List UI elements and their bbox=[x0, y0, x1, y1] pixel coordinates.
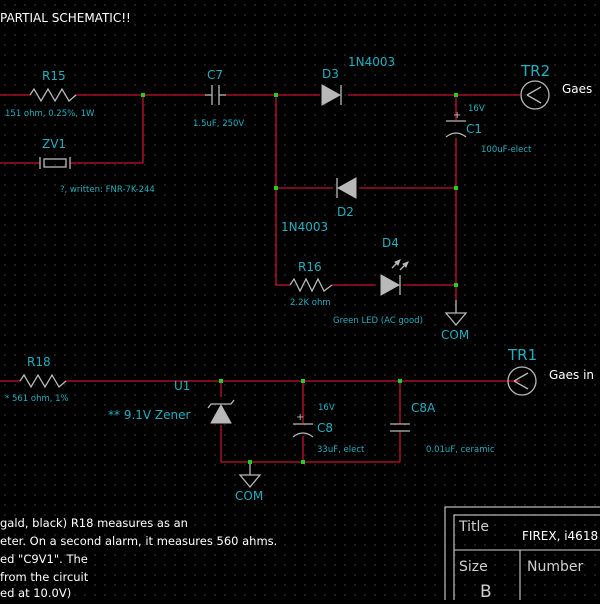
c8a-value: 0.01uF, ceramic bbox=[426, 445, 495, 455]
notes-text: gald, black) R18 measures as an eter. On… bbox=[0, 516, 277, 600]
c8-voltage: 16V bbox=[318, 403, 335, 413]
c8a-ref: C8A bbox=[411, 401, 436, 415]
ground-top: COM bbox=[441, 300, 469, 342]
c8-ref: C8 bbox=[317, 421, 333, 435]
bottom-wires bbox=[0, 380, 520, 463]
tr2-label: Gaes bbox=[562, 82, 592, 96]
size-value: B bbox=[480, 582, 492, 600]
d3-diode[interactable]: D3 1N4003 bbox=[321, 55, 395, 106]
r18-value: * 561 ohm, 1% bbox=[5, 394, 69, 404]
c1-value: 100uF-elect bbox=[481, 145, 532, 155]
tr1-port[interactable]: TR1 Gaes in bbox=[507, 346, 594, 396]
d4-ref: D4 bbox=[382, 236, 399, 250]
c8a-capacitor[interactable]: C8A 0.01uF, ceramic bbox=[390, 401, 495, 455]
note-line-2: eter. On a second alarm, it measures 560… bbox=[0, 534, 277, 548]
r16-resistor[interactable]: R16 2.2K ohm bbox=[289, 260, 333, 308]
c1-plus: + bbox=[453, 110, 461, 121]
c7-capacitor[interactable]: C7 1.5uF, 250V bbox=[193, 68, 244, 129]
zv1-varistor[interactable]: ZV1 ?, written: FNR-7K-244 bbox=[39, 137, 155, 195]
u1-value: ** 9.1V Zener bbox=[108, 408, 191, 422]
d4-value: Green LED (AC good) bbox=[333, 316, 423, 326]
zv1-ref: ZV1 bbox=[42, 137, 66, 151]
c1-ref: C1 bbox=[466, 122, 482, 136]
tr2-ref: TR2 bbox=[520, 62, 550, 80]
top-wires bbox=[0, 94, 520, 300]
r18-resistor[interactable]: R18 * 561 ohm, 1% bbox=[5, 355, 69, 404]
c7-ref: C7 bbox=[207, 68, 223, 82]
d2-ref: D2 bbox=[337, 205, 354, 219]
c8-value: 33uF, elect bbox=[317, 445, 365, 455]
size-label: Size bbox=[459, 559, 488, 575]
tr1-label: Gaes in bbox=[549, 368, 594, 382]
d2-diode[interactable]: D2 1N4003 bbox=[281, 177, 357, 234]
schematic-header: PARTIAL SCHEMATIC!! bbox=[0, 11, 131, 25]
note-line-3: ed "C9V1". The bbox=[0, 552, 88, 566]
c1-capacitor[interactable]: + 16V C1 100uF-elect bbox=[445, 104, 532, 155]
r16-ref: R16 bbox=[298, 260, 322, 274]
r18-ref: R18 bbox=[27, 355, 51, 369]
number-label: Number bbox=[527, 559, 583, 575]
note-line-5: ed at 10.0V) bbox=[0, 586, 71, 600]
zv1-value: ?, written: FNR-7K-244 bbox=[60, 185, 155, 195]
title-label: Title bbox=[458, 519, 489, 535]
c1-voltage: 16V bbox=[468, 104, 485, 114]
u1-ref: U1 bbox=[174, 379, 190, 393]
ground-bottom-label: COM bbox=[235, 489, 263, 503]
ground-bottom: COM bbox=[235, 462, 263, 503]
title-block: Title FIREX, i4618 Size B Number bbox=[444, 506, 600, 604]
junction-nodes bbox=[141, 93, 458, 464]
title-value: FIREX, i4618 bbox=[522, 529, 598, 543]
r16-value: 2.2K ohm bbox=[290, 298, 331, 308]
c7-value: 1.5uF, 250V bbox=[193, 119, 244, 129]
r15-ref: R15 bbox=[42, 69, 66, 83]
c8-plus: + bbox=[296, 412, 304, 423]
note-line-1: gald, black) R18 measures as an bbox=[0, 516, 188, 530]
ground-top-label: COM bbox=[441, 328, 469, 342]
d3-part: 1N4003 bbox=[348, 55, 395, 69]
d2-part: 1N4003 bbox=[281, 220, 328, 234]
d3-ref: D3 bbox=[322, 67, 339, 81]
d4-led[interactable]: D4 Green LED (AC good) bbox=[333, 236, 423, 326]
note-line-4: from the circuit bbox=[0, 570, 89, 584]
c8-capacitor[interactable]: + 16V C8 33uF, elect bbox=[292, 403, 365, 455]
r15-value: 151 ohm, 0.25%, 1W bbox=[5, 109, 95, 119]
r15-resistor[interactable]: R15 151 ohm, 0.25%, 1W bbox=[5, 69, 95, 119]
u1-zener[interactable]: U1 ** 9.1V Zener bbox=[108, 379, 235, 424]
tr2-port[interactable]: TR2 Gaes bbox=[520, 62, 592, 110]
tr1-ref: TR1 bbox=[507, 346, 537, 364]
